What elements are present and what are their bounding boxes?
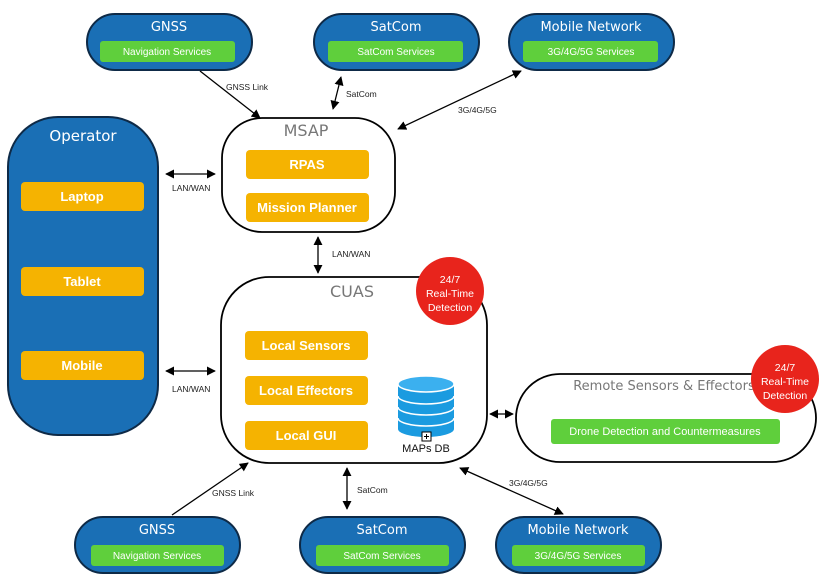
edge-label-satcom-top: SatCom [346, 89, 377, 99]
gnss-top-service: Navigation Services [123, 47, 211, 58]
mobile-bottom-service: 3G/4G/5G Services [535, 551, 622, 562]
satcom-top-node: SatCom SatCom Services [313, 13, 480, 71]
database-icon [397, 375, 455, 437]
msap-mission-planner: Mission Planner [257, 200, 357, 215]
cuas-local-sensors: Local Sensors [262, 338, 351, 353]
edge-gnss-top-msap: GNSS Link [199, 70, 269, 119]
operator-node: Operator Laptop Tablet Mobile [7, 116, 159, 436]
satcom-bottom-node: SatCom SatCom Services [299, 516, 466, 574]
msap-title: MSAP [284, 121, 329, 140]
remote-badge-line3: Detection [763, 390, 808, 402]
edge-msap-cuas: LAN/WAN [313, 236, 370, 274]
satcom-top-service: SatCom Services [357, 47, 434, 58]
operator-laptop: Laptop [60, 189, 103, 204]
mobile-top-title: Mobile Network [540, 20, 642, 35]
cuas-local-effectors: Local Effectors [259, 383, 353, 398]
msap-node: MSAP RPAS Mission Planner [221, 117, 396, 233]
gnss-bottom-title: GNSS [139, 523, 175, 538]
edge-satcom-bottom-cuas: SatCom [342, 467, 388, 510]
edge-label-lan-msap-cuas: LAN/WAN [332, 249, 370, 259]
remote-title: Remote Sensors & Effectors [573, 379, 755, 394]
edge-mobile-bottom-cuas: 3G/4G/5G [459, 467, 564, 515]
operator-title: Operator [49, 127, 117, 145]
msap-rpas: RPAS [289, 157, 324, 172]
edge-label-gnss-link-bottom: GNSS Link [212, 488, 255, 498]
remote-badge-line2: Real-Time [761, 376, 809, 388]
cuas-node: CUAS Local Sensors Local Effectors Local… [220, 276, 488, 464]
edge-label-mobile-top: 3G/4G/5G [458, 105, 497, 115]
edge-mobile-top-msap: 3G/4G/5G [397, 70, 522, 130]
operator-tablet: Tablet [63, 274, 101, 289]
satcom-top-title: SatCom [370, 20, 421, 35]
edge-label-lan-operator-msap: LAN/WAN [172, 183, 210, 193]
edge-label-mobile-bottom: 3G/4G/5G [509, 478, 548, 488]
cuas-realtime-badge: 24/7 Real-Time Detection [416, 257, 484, 325]
expand-icon [421, 431, 432, 442]
edge-label-gnss-link-top: GNSS Link [226, 82, 269, 92]
gnss-top-title: GNSS [151, 20, 187, 35]
operator-mobile: Mobile [61, 358, 102, 373]
cuas-badge-line3: Detection [428, 302, 473, 314]
gnss-bottom-node: GNSS Navigation Services [74, 516, 241, 574]
edge-operator-cuas: LAN/WAN [165, 366, 216, 394]
edge-gnss-bottom-cuas: GNSS Link [171, 462, 255, 516]
cuas-title: CUAS [330, 282, 374, 301]
mobile-top-service: 3G/4G/5G Services [548, 47, 635, 58]
mobile-top-node: Mobile Network 3G/4G/5G Services [508, 13, 675, 71]
maps-db-label: MAPs DB [402, 443, 450, 455]
cuas-badge-line1: 24/7 [440, 274, 461, 286]
edge-satcom-top-msap: SatCom [330, 76, 377, 110]
remote-badge-line1: 24/7 [775, 362, 796, 374]
satcom-bottom-title: SatCom [356, 523, 407, 538]
edge-label-lan-operator-cuas: LAN/WAN [172, 384, 210, 394]
mobile-bottom-title: Mobile Network [527, 523, 629, 538]
mobile-bottom-node: Mobile Network 3G/4G/5G Services [495, 516, 662, 574]
edge-label-satcom-bottom: SatCom [357, 485, 388, 495]
gnss-top-node: GNSS Navigation Services [86, 13, 253, 71]
satcom-bottom-service: SatCom Services [343, 551, 420, 562]
cuas-local-gui: Local GUI [276, 428, 337, 443]
remote-service: Drone Detection and Countermeasures [569, 426, 761, 438]
remote-realtime-badge: 24/7 Real-Time Detection [751, 345, 819, 413]
gnss-bottom-service: Navigation Services [113, 551, 201, 562]
edge-operator-msap: LAN/WAN [165, 169, 216, 193]
cuas-badge-line2: Real-Time [426, 288, 474, 300]
remote-node: Remote Sensors & Effectors Drone Detecti… [515, 373, 817, 463]
